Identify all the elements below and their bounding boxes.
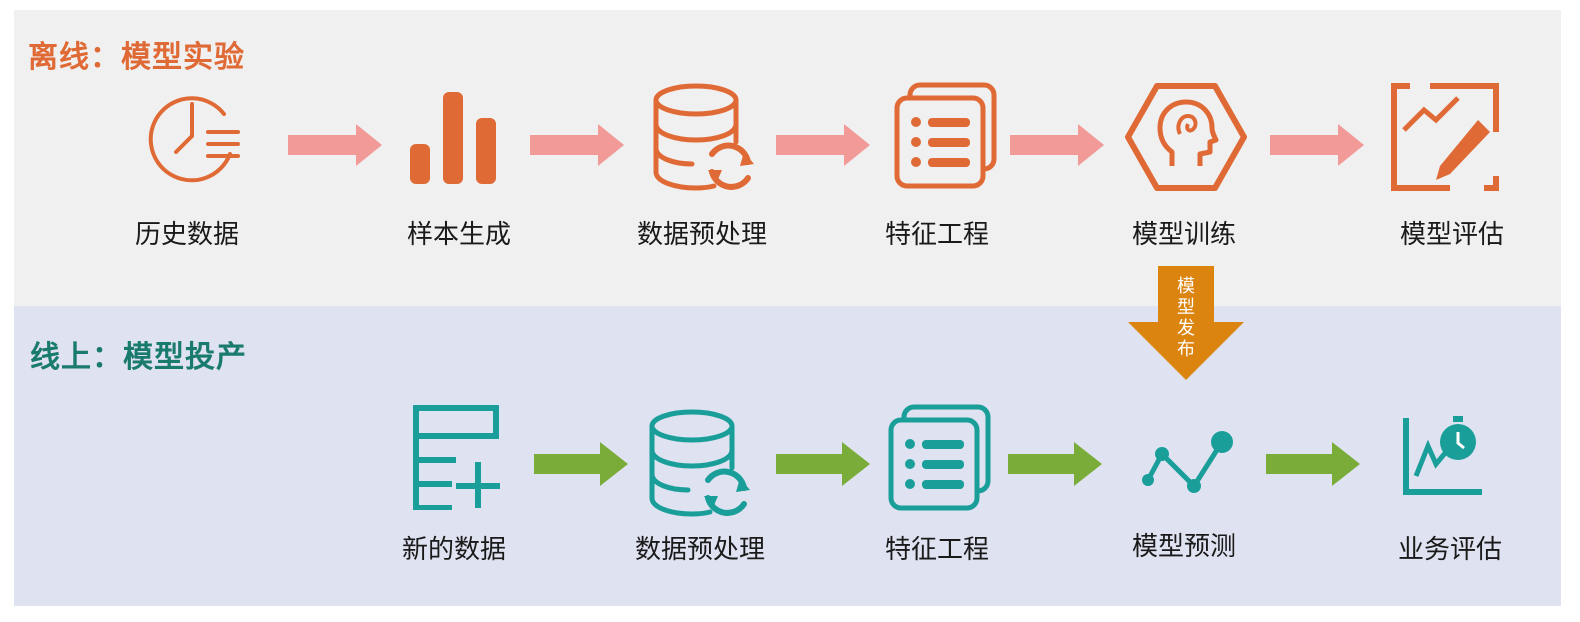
flow-arrow: [288, 124, 382, 166]
step-label-data-preprocessing: 数据预处理: [635, 535, 766, 565]
flow-arrow: [1266, 442, 1360, 486]
step-label-feature-engineering: 特征工程: [885, 220, 990, 250]
list-stack-icon: [894, 82, 998, 190]
step-label-model-prediction: 模型预测: [1132, 532, 1237, 562]
database-refresh-icon: [648, 408, 752, 520]
step-label-sample-generation: 样本生成: [407, 220, 512, 250]
step-label-data-preprocessing: 数据预处理: [637, 220, 768, 250]
offline-section-title: 离线：模型实验: [28, 40, 245, 75]
database-refresh-icon: [652, 82, 756, 194]
online-section-title: 线上：模型投产: [30, 340, 247, 375]
flow-arrow: [1270, 124, 1364, 166]
step-label-model-evaluation: 模型评估: [1400, 220, 1505, 250]
head-hexagon-icon: [1124, 82, 1248, 192]
step-label-new-data: 新的数据: [402, 535, 507, 565]
step-label-business-evaluation: 业务评估: [1398, 535, 1503, 565]
bar-chart-icon: [406, 92, 498, 184]
line-graph-icon: [1138, 428, 1236, 494]
publish-label: 模型发布: [1177, 276, 1195, 360]
flow-arrow: [776, 124, 870, 166]
axis-stopwatch-icon: [1402, 416, 1484, 496]
flow-arrow: [1010, 124, 1104, 166]
data-add-icon: [412, 404, 502, 510]
flow-arrow: [1008, 442, 1102, 486]
offline-section: [14, 10, 1561, 306]
flow-arrow: [534, 442, 628, 486]
list-stack-icon: [888, 404, 992, 512]
step-label-history-data: 历史数据: [135, 220, 240, 250]
step-label-model-training: 模型训练: [1132, 220, 1237, 250]
step-label-feature-engineering: 特征工程: [885, 535, 990, 565]
flow-arrow: [776, 442, 870, 486]
publish-arrow: [1128, 266, 1244, 380]
chart-pencil-icon: [1390, 82, 1500, 192]
flow-arrow: [530, 124, 624, 166]
clock-list-icon: [146, 90, 242, 186]
